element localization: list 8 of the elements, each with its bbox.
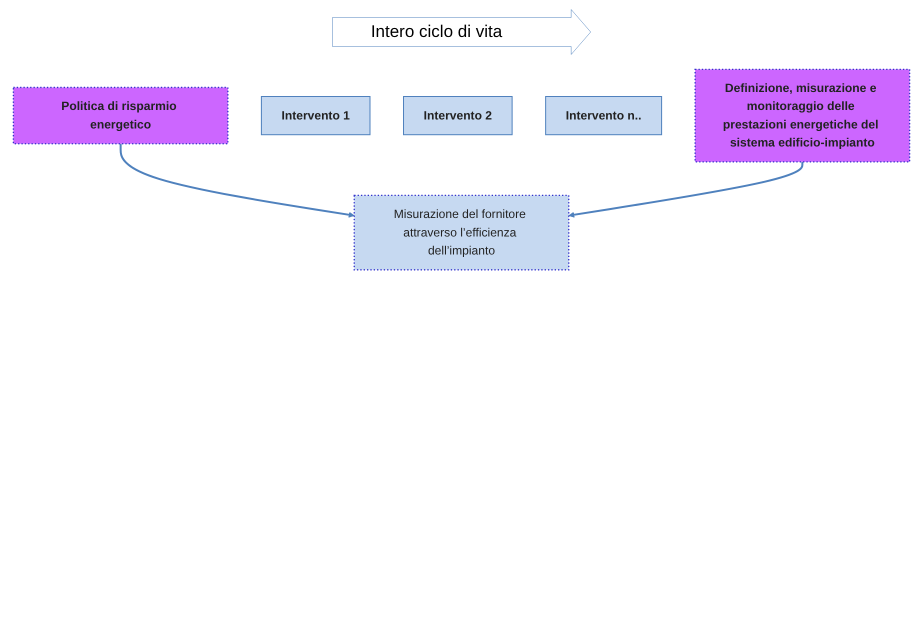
node-box: Definizione, misurazione e monitoraggio delle prestazioni energetiche del sistema edificio-impianto <box>694 68 910 163</box>
node-box: Misurazione del fornitore attraverso l’efficienza dell’impianto <box>354 194 570 270</box>
node-box: Politica di risparmio energetico <box>12 86 229 144</box>
node-box: Intervento 2 <box>403 96 513 136</box>
arrow <box>568 162 804 218</box>
node-box: Intervento 1 <box>260 96 370 136</box>
arrow <box>120 144 355 218</box>
node-box: Intervento n.. <box>545 96 662 136</box>
